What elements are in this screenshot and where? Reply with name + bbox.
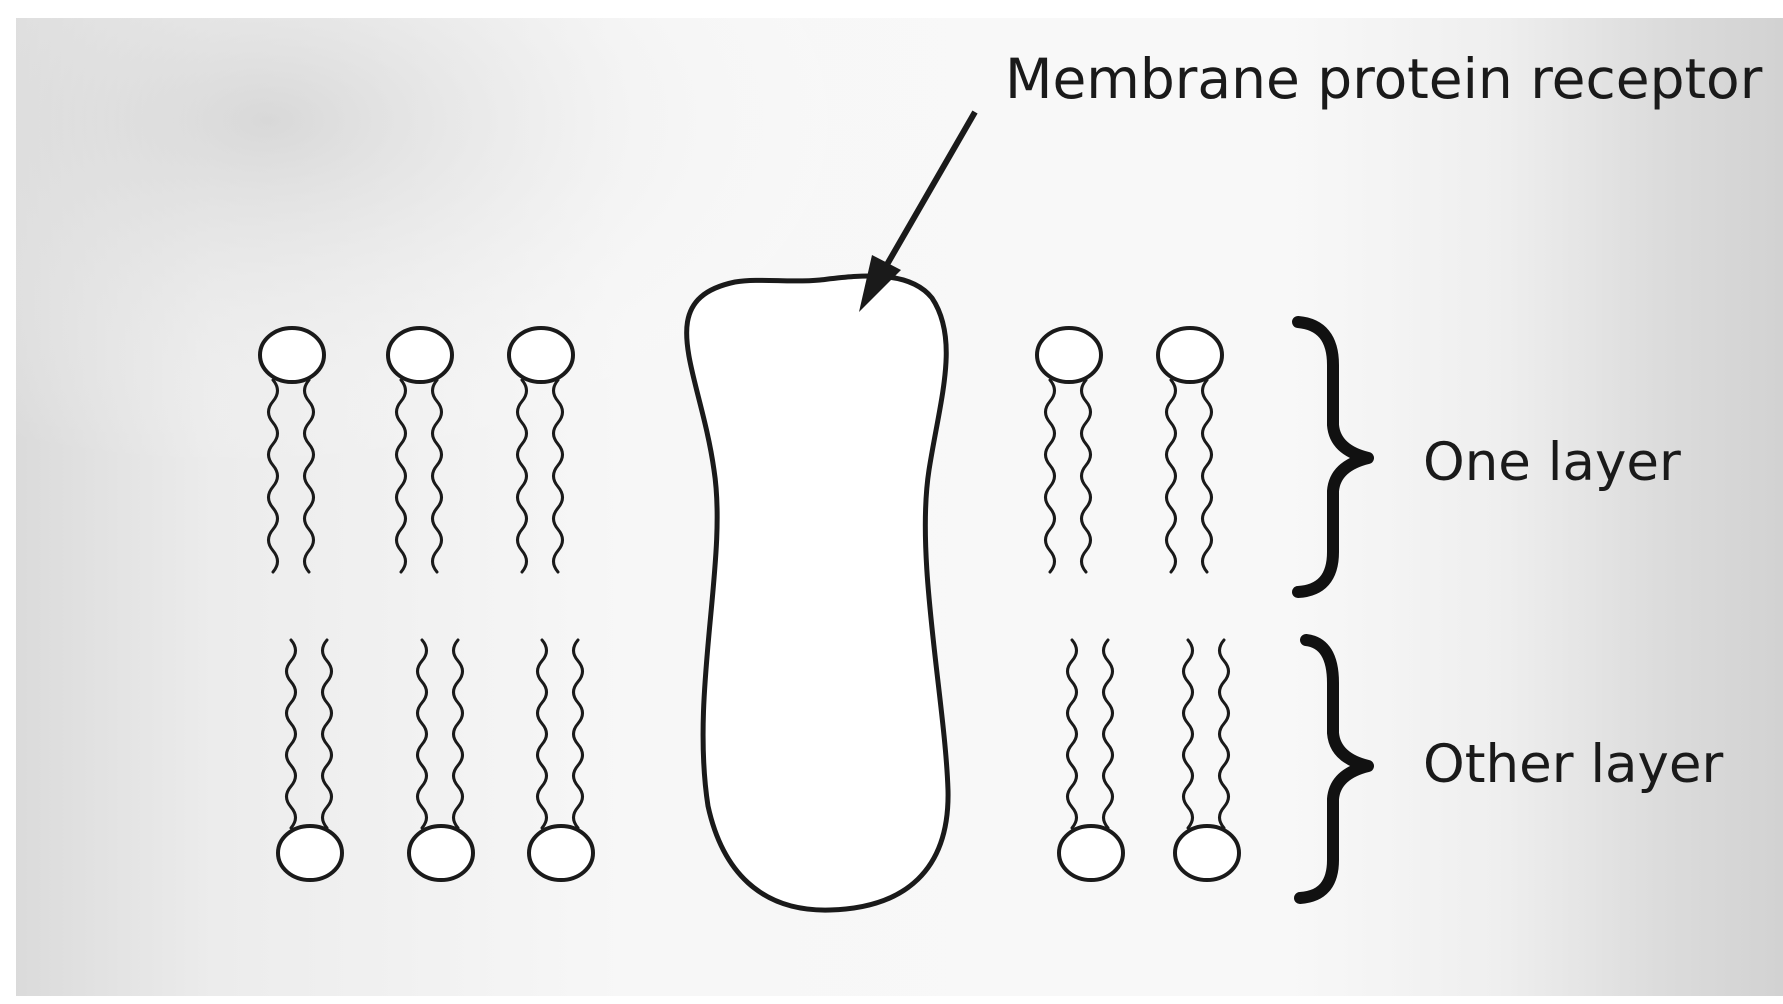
lipid-tail xyxy=(397,380,406,572)
lipid-tail xyxy=(433,380,442,572)
phospholipid-bottom-1 xyxy=(278,640,342,880)
lipid-tail xyxy=(454,640,463,828)
phospholipid-top-5 xyxy=(1158,328,1222,572)
phospholipid-bottom-2 xyxy=(409,640,473,880)
lipid-tail xyxy=(323,640,332,828)
other-layer-label: Other layer xyxy=(1423,738,1723,791)
pointer-arrow xyxy=(885,112,975,268)
lipid-tail xyxy=(418,640,427,828)
lipid-head xyxy=(409,826,473,880)
brace-other-layer xyxy=(1300,640,1368,898)
lipid-head xyxy=(529,826,593,880)
phospholipid-top-2 xyxy=(388,328,452,572)
lipid-tail xyxy=(574,640,583,828)
lipid-tail xyxy=(1184,640,1193,828)
lipid-tail xyxy=(554,380,563,572)
membrane-protein-receptor xyxy=(687,276,948,910)
lipid-head xyxy=(278,826,342,880)
lipid-head xyxy=(1158,328,1222,382)
lipid-head xyxy=(1037,328,1101,382)
lipid-tail xyxy=(1104,640,1113,828)
phospholipid-top-1 xyxy=(260,328,324,572)
lipid-tail xyxy=(1082,380,1091,572)
lipid-tail xyxy=(269,380,278,572)
lipid-tail xyxy=(287,640,296,828)
phospholipid-top-3 xyxy=(509,328,573,572)
one-layer-label: One layer xyxy=(1423,436,1681,489)
receptor-label: Membrane protein receptor xyxy=(1005,52,1762,107)
phospholipid-top-4 xyxy=(1037,328,1101,572)
lipid-tail xyxy=(1167,380,1176,572)
lipid-tail xyxy=(1068,640,1077,828)
lipid-head xyxy=(388,328,452,382)
phospholipid-bottom-4 xyxy=(1059,640,1123,880)
lipid-head xyxy=(1175,826,1239,880)
lipid-head xyxy=(260,328,324,382)
lipid-tail xyxy=(518,380,527,572)
phospholipid-bottom-5 xyxy=(1175,640,1239,880)
lipid-tail xyxy=(538,640,547,828)
brace-one-layer xyxy=(1298,322,1368,592)
lipid-head xyxy=(1059,826,1123,880)
lipid-tail xyxy=(305,380,314,572)
lipid-tail xyxy=(1046,380,1055,572)
phospholipid-bottom-3 xyxy=(529,640,593,880)
lipid-tail xyxy=(1203,380,1212,572)
lipid-tail xyxy=(1220,640,1229,828)
lipid-head xyxy=(509,328,573,382)
